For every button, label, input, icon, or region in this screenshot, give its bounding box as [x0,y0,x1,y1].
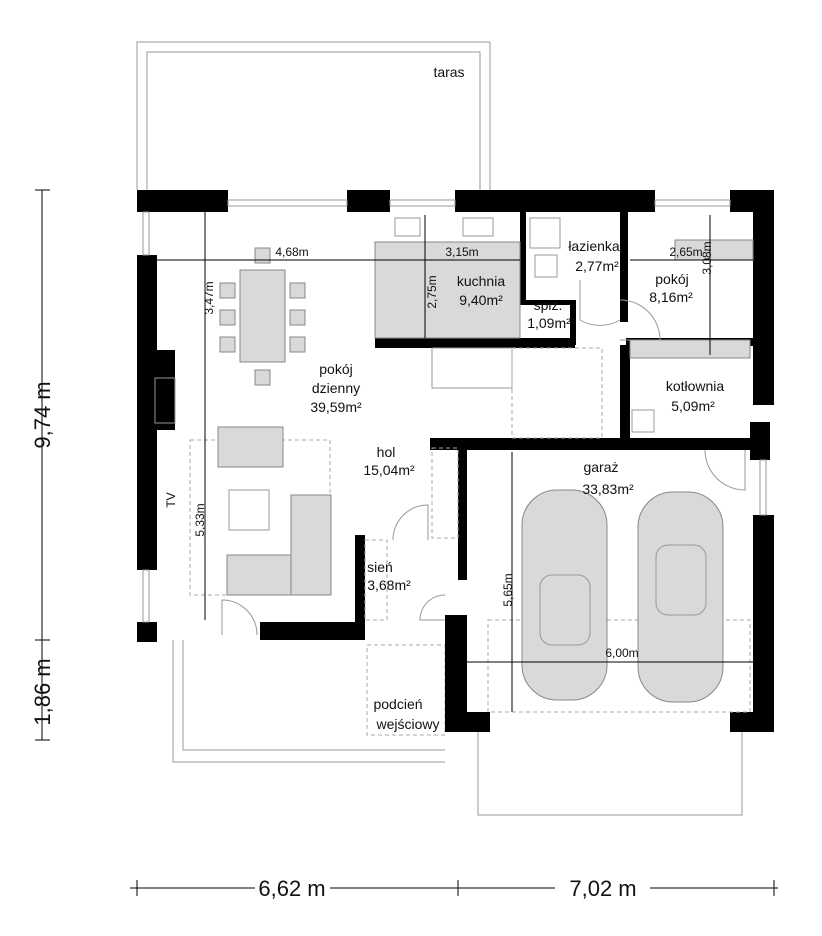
label-taras: taras [433,64,464,80]
shelf [629,339,751,359]
terrace-outline [136,41,491,190]
label-hall: hol [377,444,396,460]
dim-kitchen-depth: 2,75m [425,275,439,308]
walls [137,190,774,732]
dim-garage-depth: 5,65m [501,573,515,606]
doors [221,280,746,636]
boiler-icon [631,409,655,433]
windows [142,199,767,623]
area-boiler: 5,09m² [671,398,715,414]
label-porch-1: podcień [373,696,422,712]
wardrobe [431,447,459,539]
dim-garage-width: 6,00m [605,646,638,660]
cooktop-icon [462,217,494,237]
stairs [431,347,513,389]
furniture [154,217,754,713]
cars [521,489,724,703]
coffee-table [228,489,270,531]
area-living: 39,59m² [310,399,362,415]
car-right [637,491,724,703]
dim-total-depth: 9,74 m [30,381,55,448]
label-tv: TV [164,492,178,507]
label-pantry: spiż. [534,297,563,313]
dining-table [239,269,286,363]
dim-living-width: 4,68m [275,245,308,259]
dim-width-left: 6,62 m [258,876,325,901]
kitchen-counter [374,241,521,339]
label-porch-2: wejściowy [375,716,439,732]
car-left [521,489,608,701]
fireplace [154,377,176,424]
sofa [217,426,284,468]
dim-living-depth: 5,33m [193,503,207,536]
label-kitchen: kuchnia [457,273,505,289]
dim-porch-depth: 1,86 m [30,658,55,725]
area-kitchen: 9,40m² [459,292,503,308]
area-bathroom: 2,77m² [575,258,619,274]
area-pantry: 1,09m² [527,315,571,331]
dim-room-width: 2,65m [669,245,702,259]
label-boiler: kotłownia [666,378,725,394]
label-living-1: pokój [319,361,352,377]
wardrobe-2 [364,539,388,621]
area-hall: 15,04m² [363,462,415,478]
label-living-2: dzienny [312,380,360,396]
dim-room-depth: 3,08m [700,241,714,274]
shower-icon [529,217,561,249]
area-room: 8,16m² [649,289,693,305]
area-vestibule: 3,68m² [367,577,411,593]
area-garage: 33,83m² [582,481,634,497]
label-garage: garaż [583,459,618,475]
sink-icon [394,217,421,237]
dimension-lines [35,189,778,896]
toilet-icon [534,254,558,278]
dim-dining-depth: 3,47m [202,281,216,314]
garage-door-swing [487,619,751,713]
label-bathroom: łazienka [568,238,620,254]
dim-width-right: 7,02 m [569,876,636,901]
label-vestibule: sień [367,559,393,575]
dim-kitchen-width: 3,15m [445,245,478,259]
label-room: pokój [655,271,688,287]
